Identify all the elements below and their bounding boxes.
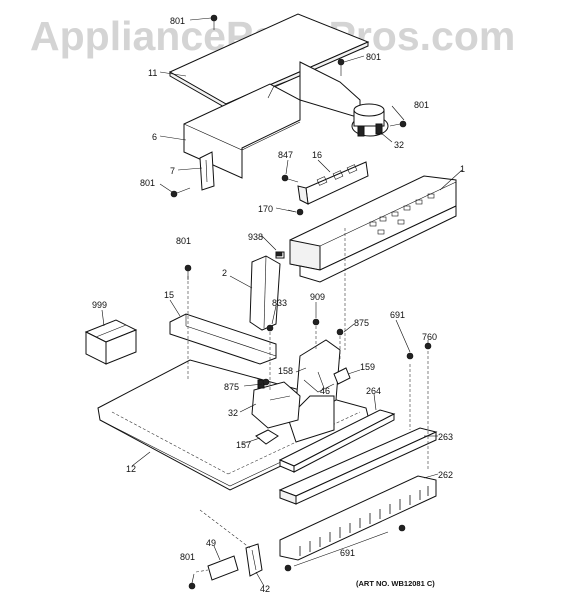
callout-170[interactable]: 170 <box>258 204 273 214</box>
screw-icon <box>210 14 218 30</box>
assembly-guide-lines <box>187 228 429 573</box>
callout-12[interactable]: 12 <box>126 464 136 474</box>
callout-999[interactable]: 999 <box>92 300 107 310</box>
leader-lines <box>101 17 463 587</box>
callout-875-top[interactable]: 875 <box>354 318 369 328</box>
valve-assembly-part[interactable] <box>251 379 301 429</box>
callout-264[interactable]: 264 <box>366 386 381 396</box>
screw-icon <box>262 378 270 386</box>
callout-691-top[interactable]: 691 <box>390 310 405 320</box>
screw-icon <box>284 564 292 572</box>
callout-15[interactable]: 15 <box>164 290 174 300</box>
callout-16[interactable]: 16 <box>312 150 322 160</box>
callout-158[interactable]: 158 <box>278 366 293 376</box>
callout-labels: 801 11 801 6 801 7 32 801 847 16 1 170 9… <box>92 16 465 594</box>
callout-801-bracket[interactable]: 801 <box>140 178 155 188</box>
small-clip-part[interactable] <box>333 367 351 385</box>
front-rail-part[interactable] <box>169 313 277 365</box>
callout-801-motor[interactable]: 801 <box>414 100 429 110</box>
callout-833[interactable]: 833 <box>272 298 287 308</box>
screw-icon <box>188 573 196 590</box>
screw-icon <box>406 352 414 360</box>
screw-icon <box>337 58 345 76</box>
callout-909[interactable]: 909 <box>310 292 325 302</box>
callout-157[interactable]: 157 <box>236 440 251 450</box>
label-plate-part[interactable] <box>207 555 239 581</box>
callout-46[interactable]: 46 <box>320 386 330 396</box>
bracket-42-part[interactable] <box>245 543 263 577</box>
upper-trim-part[interactable] <box>278 427 438 505</box>
screw-icon <box>312 318 320 326</box>
screw-icon <box>398 524 406 532</box>
callout-801-frame[interactable]: 801 <box>366 52 381 62</box>
callout-691-lower[interactable]: 691 <box>340 548 355 558</box>
callout-32-valve[interactable]: 32 <box>228 408 238 418</box>
fan-motor-part[interactable] <box>351 103 389 137</box>
screw-icon <box>184 264 192 280</box>
callout-801-rail[interactable]: 801 <box>176 236 191 246</box>
callout-11[interactable]: 11 <box>148 68 157 78</box>
screw-icons <box>170 14 432 590</box>
callout-262[interactable]: 262 <box>438 470 453 480</box>
screw-icon <box>275 251 283 257</box>
callout-1[interactable]: 1 <box>460 164 465 174</box>
callout-875-lower[interactable]: 875 <box>224 382 239 392</box>
kick-panel-part[interactable] <box>279 475 437 561</box>
screw-icon <box>389 120 407 128</box>
screw-icon <box>336 328 344 336</box>
callout-32-motor[interactable]: 32 <box>394 140 404 150</box>
control-board-part[interactable] <box>297 161 369 205</box>
callout-2[interactable]: 2 <box>222 268 227 278</box>
callout-49[interactable]: 49 <box>206 538 216 548</box>
art-number: (ART NO. WB12081 C) <box>356 579 435 588</box>
screw-icon <box>266 324 274 332</box>
callout-801-bottom[interactable]: 801 <box>180 552 195 562</box>
screw-icon <box>170 187 191 198</box>
parts-box-part[interactable] <box>84 319 138 365</box>
side-trim-part[interactable] <box>249 251 285 331</box>
callout-6[interactable]: 6 <box>152 132 157 142</box>
small-bracket-part[interactable] <box>199 151 215 191</box>
clip-block-part[interactable] <box>255 429 279 445</box>
callout-263[interactable]: 263 <box>438 432 453 442</box>
callout-42[interactable]: 42 <box>260 584 270 594</box>
callout-760[interactable]: 760 <box>422 332 437 342</box>
lower-rail-part[interactable] <box>278 409 396 473</box>
callout-938[interactable]: 938 <box>248 232 263 242</box>
control-panel-part[interactable] <box>289 175 457 283</box>
screw-icon <box>281 174 299 183</box>
callout-801-top-cover[interactable]: 801 <box>170 16 185 26</box>
callout-159[interactable]: 159 <box>360 362 375 372</box>
callout-7[interactable]: 7 <box>170 166 175 176</box>
callout-847[interactable]: 847 <box>278 150 293 160</box>
